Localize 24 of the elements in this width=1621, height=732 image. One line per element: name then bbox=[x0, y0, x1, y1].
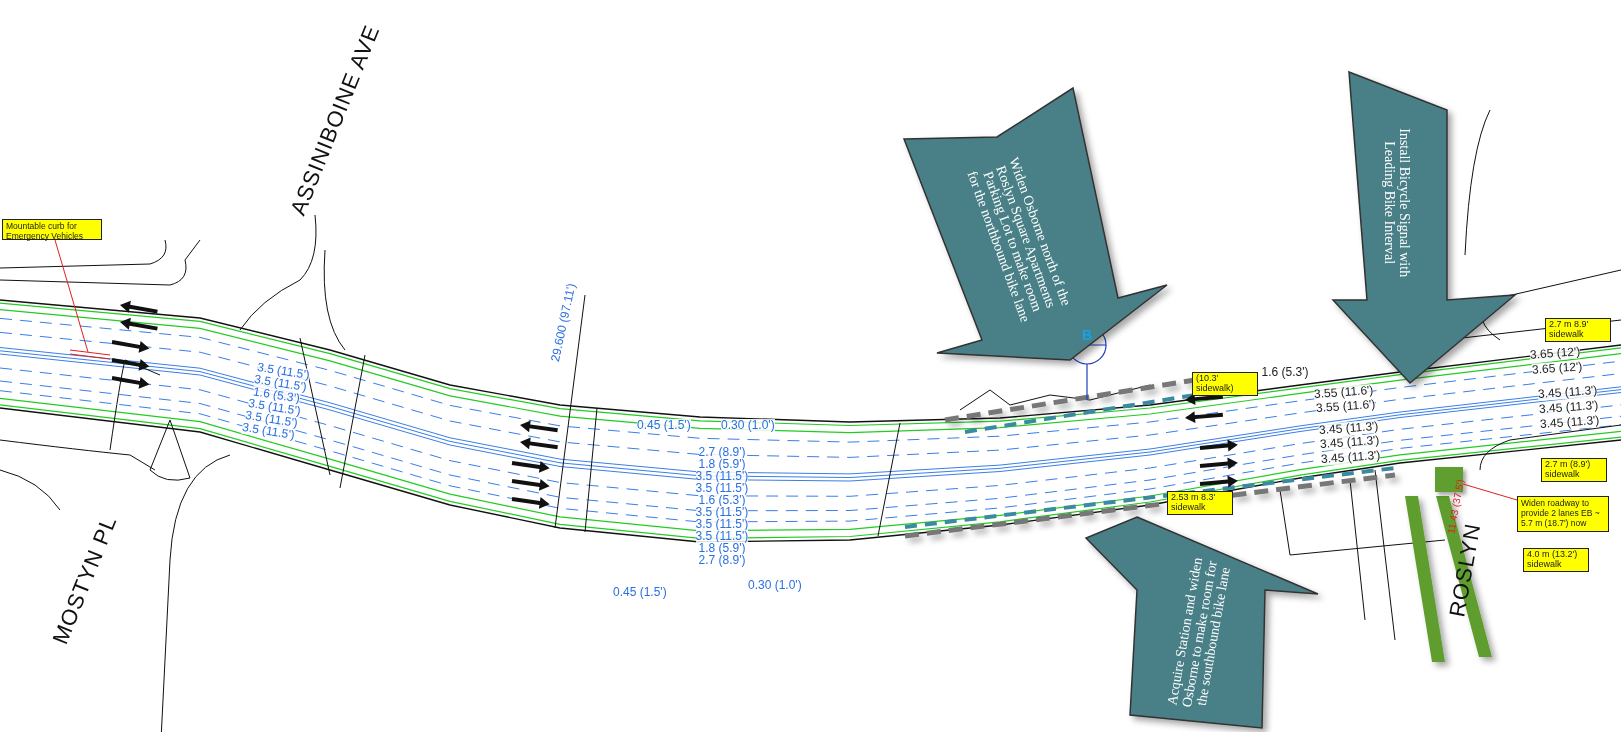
sidewalk-note: 4.0 m (13.2') sidewalk bbox=[1523, 548, 1589, 572]
dimension-text: 3.65 (12') bbox=[1531, 359, 1583, 377]
dimension-text: 0.30 (1.0') bbox=[748, 578, 802, 592]
dimension-text: 0.45 (1.5') bbox=[613, 585, 667, 599]
callout-text: Acquire Station and widen Osborne to make room for the southbound bike lane bbox=[1165, 556, 1235, 711]
leader-line bbox=[1462, 483, 1518, 501]
sidewalk-note: 2.7 m 8.9' sidewalk bbox=[1545, 318, 1611, 342]
dimension-text: 3.45 (11.3') bbox=[1539, 413, 1600, 431]
dimension-text: 3.45 (11.3') bbox=[1537, 383, 1598, 401]
sidewalk-note: 2.53 m 8.3' sidewalk bbox=[1167, 491, 1233, 515]
dimension-text: 0.45 (1.5') bbox=[637, 418, 691, 432]
dimension-text: 1.6 (5.3') bbox=[1261, 365, 1309, 379]
dimension-text: 3.45 (11.3') bbox=[1538, 398, 1599, 416]
sidewalk-note: 2.7 m (8.9') sidewalk bbox=[1541, 458, 1607, 482]
sidewalk-note: (10.3' sidewalk) bbox=[1192, 372, 1258, 396]
dimension-text: 3.45 (11.3') bbox=[1320, 448, 1381, 466]
leader-line bbox=[54, 239, 89, 353]
dimension-text: 29.600 (97.11') bbox=[548, 281, 578, 363]
dimension-text: 2.7 (8.9') bbox=[698, 445, 746, 459]
dimension-text: 3.65 (12') bbox=[1529, 344, 1581, 362]
callout-note: Mountable curb for Emergency Vehicles bbox=[2, 219, 102, 240]
callout-text: Install Bicycle Signal with Leading Bike Interval bbox=[1381, 127, 1411, 280]
callout-note: Widen roadway to provide 2 lanes EB ~ 5.7 m (18.7') now bbox=[1517, 496, 1609, 532]
section-marker-label: B bbox=[1082, 327, 1093, 343]
